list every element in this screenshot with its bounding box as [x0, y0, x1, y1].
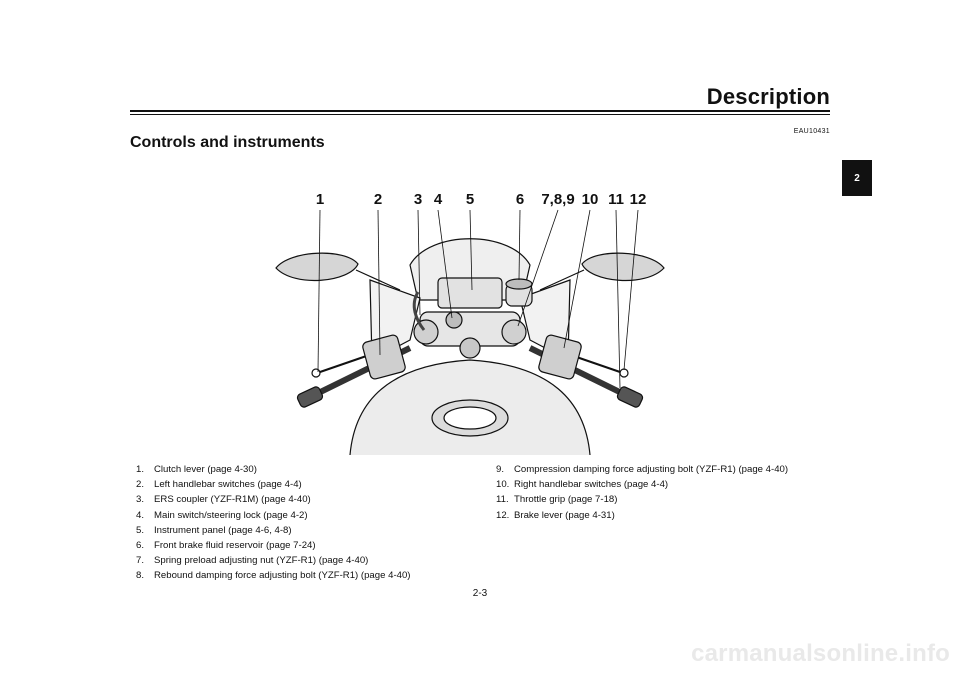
motorcycle-controls-figure: 1 2 3 4 5 6 7,8,9 10 11 12: [260, 180, 680, 460]
legend-text: Left handlebar switches (page 4-4): [154, 479, 302, 491]
ers-coupler-cable: [412, 291, 426, 331]
legend-text: Compression damping force adjusting bolt…: [514, 464, 789, 475]
callout-11: 11: [608, 191, 624, 208]
right-mirror: [581, 252, 665, 282]
leader-7-8-9: [517, 209, 559, 327]
header-title: Description: [706, 84, 830, 109]
legend-item: 8. Rebound damping force adjusting bolt (…: [136, 568, 411, 583]
legend-number: 9.: [496, 464, 505, 475]
callout-1: 1: [316, 191, 324, 208]
legend-number: 3.: [136, 494, 145, 506]
legend-text: ERS coupler (YZF-R1M) (page 4-40): [154, 494, 311, 506]
leader-11: [615, 209, 621, 389]
legend-item: 7. Spring preload adjusting nut (YZF-R1) …: [136, 553, 411, 568]
legend-text: Spring preload adjusting nut (YZF-R1) (p…: [154, 555, 369, 567]
left-mirror: [275, 252, 359, 282]
steering-stem-nut: [459, 337, 481, 359]
legend-number: 10.: [496, 479, 510, 491]
leader-6: [518, 209, 521, 281]
left-grip: [296, 386, 324, 408]
legend-item: 5. Instrument panel (page 4-6, 4-8): [136, 523, 411, 538]
clutch-lever-tip: [311, 368, 321, 378]
legend-text: Front brake fluid reservoir (page 7-24): [154, 540, 316, 552]
left-mirror-stem: [355, 269, 401, 291]
right-grip: [616, 386, 644, 408]
brake-reservoir-cap: [505, 278, 533, 290]
legend-right-column: 9. Compression damping force adjusting bo…: [496, 462, 788, 523]
legend-text: Throttle grip (page 7-18): [514, 494, 618, 506]
brake-lever-tip: [619, 368, 629, 378]
leader-4: [437, 209, 453, 319]
leader-10: [563, 209, 591, 349]
legend-number: 8.: [136, 570, 145, 582]
legend-text: Clutch lever (page 4-30): [154, 464, 257, 475]
right-switch-housing: [538, 334, 582, 380]
fuel-cap-inner: [443, 406, 497, 430]
main-switch: [445, 311, 463, 329]
leader-1: [317, 209, 321, 373]
chapter-tab: 2: [842, 160, 872, 196]
legend-text: Right handlebar switches (page 4-4): [514, 479, 669, 491]
callout-labels: 1 2 3 4 5 6 7,8,9 10 11 12: [316, 191, 647, 208]
legend-item: 11. Throttle grip (page 7-18): [496, 492, 788, 507]
leader-2: [377, 209, 381, 356]
callout-10: 10: [582, 191, 599, 208]
legend-item: 12. Brake lever (page 4-31): [496, 508, 788, 523]
callout-2: 2: [374, 191, 382, 208]
callout-3: 3: [414, 191, 422, 208]
legend-text: Brake lever (page 4-31): [514, 509, 615, 521]
legend-number: 1.: [136, 464, 145, 475]
reference-code: EAU10431: [793, 128, 830, 135]
callout-7-8-9: 7,8,9: [541, 191, 574, 208]
legend-number: 6.: [136, 540, 145, 552]
callout-4: 4: [434, 191, 443, 208]
legend-number: 2.: [136, 479, 145, 491]
legend-item: 6. Front brake fluid reservoir (page 7-24…: [136, 538, 411, 553]
leader-lines: [317, 209, 639, 389]
legend-number: 4.: [136, 509, 145, 521]
legend-number: 7.: [136, 555, 145, 567]
callout-6: 6: [516, 191, 524, 208]
leader-3: [417, 209, 421, 316]
header-rule-thick: [130, 110, 830, 112]
leader-12: [623, 209, 639, 371]
legend-text: Main switch/steering lock (page 4-2): [154, 509, 308, 521]
legend-number: 5.: [136, 524, 145, 536]
left-switch-housing: [362, 334, 406, 380]
legend-item: 9. Compression damping force adjusting bo…: [496, 462, 788, 477]
page-number: 2-3: [472, 588, 488, 599]
right-mirror-stem: [539, 269, 585, 291]
callout-12: 12: [630, 191, 647, 208]
legend-item: 2. Left handlebar switches (page 4-4): [136, 477, 411, 492]
legend-text: Rebound damping force adjusting bolt (YZ…: [154, 570, 411, 582]
watermark: carmanualsonline.info: [691, 640, 950, 667]
header-rule-thin: [130, 114, 830, 115]
legend-left-column: 1. Clutch lever (page 4-30) 2. Left handle…: [136, 462, 411, 584]
right-fork-top: [501, 319, 527, 345]
callout-5: 5: [466, 191, 474, 208]
legend-number: 11.: [496, 494, 509, 506]
legend-text: Instrument panel (page 4-6, 4-8): [154, 524, 292, 536]
motorcycle-illustration: [275, 238, 665, 456]
leader-5: [469, 209, 473, 291]
legend-number: 12.: [496, 509, 510, 521]
legend-item: 4. Main switch/steering lock (page 4-2): [136, 508, 411, 523]
instrument-panel: [437, 277, 503, 309]
section-title: Controls and instruments: [130, 134, 325, 151]
legend-item: 10. Right handlebar switches (page 4-4): [496, 477, 788, 492]
legend-item: 3. ERS coupler (YZF-R1M) (page 4-40): [136, 492, 411, 507]
legend-item: 1. Clutch lever (page 4-30): [136, 462, 411, 477]
left-fork-top: [413, 319, 439, 345]
